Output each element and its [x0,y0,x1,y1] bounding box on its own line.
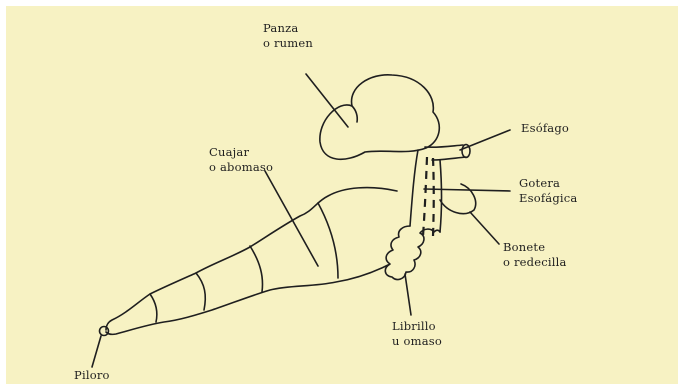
label-librillo: Librillo u omaso [392,319,442,349]
label-piloro-line-1: Piloro [74,368,110,383]
label-panza-line-2: o rumen [263,36,313,51]
label-bonete-line-2: o redecilla [503,255,567,270]
label-panza-line-1: Panza [263,21,313,36]
label-librillo-line-1: Librillo [392,319,442,334]
label-cuajar: Cuajar o abomaso [209,145,273,175]
label-librillo-line-2: u omaso [392,334,442,349]
label-esofago: Esófago [521,121,569,136]
label-bonete-line-1: Bonete [503,240,567,255]
label-piloro: Piloro [74,368,110,383]
label-gotera-line-1: Gotera [519,176,577,191]
label-bonete: Bonete o redecilla [503,240,567,270]
label-esofago-line-1: Esófago [521,121,569,136]
label-gotera: Gotera Esofágica [519,176,577,206]
label-cuajar-line-1: Cuajar [209,145,273,160]
label-cuajar-line-2: o abomaso [209,160,273,175]
label-panza: Panza o rumen [263,21,313,51]
label-gotera-line-2: Esofágica [519,191,577,206]
